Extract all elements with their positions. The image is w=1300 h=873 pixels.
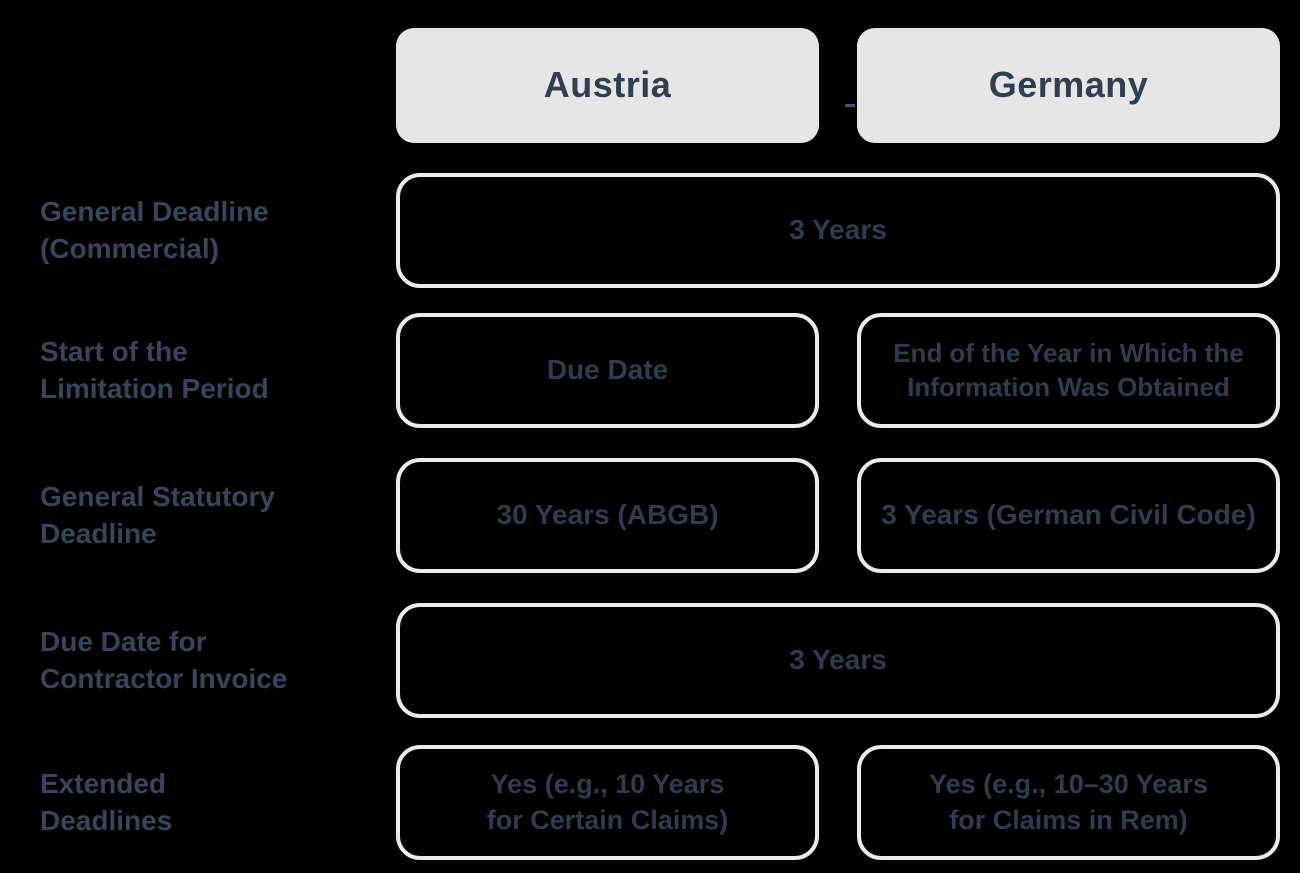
value-contractor-invoice-both: 3 Years	[396, 603, 1280, 718]
row-label-text: General Statutory Deadline	[40, 481, 275, 549]
value-text: Due Date	[546, 354, 669, 386]
value-limitation-start-germany: End of the Year in Which the Information…	[857, 313, 1280, 428]
value-text: 3 Years (German Civil Code)	[881, 499, 1256, 531]
row-label-text: Start of the Limitation Period	[40, 336, 269, 404]
value-limitation-start-austria: Due Date	[396, 313, 819, 428]
value-text: 3 Years	[789, 214, 887, 246]
column-header-germany-label: Germany	[988, 64, 1149, 106]
value-general-deadline-commercial-both: 3 Years	[396, 173, 1280, 288]
value-text: End of the Year in Which the Information…	[893, 337, 1244, 402]
column-header-austria: Austria	[396, 28, 819, 143]
value-text: Yes (e.g., 10 Years for Certain Claims)	[486, 769, 729, 835]
value-extended-deadlines-austria: Yes (e.g., 10 Years for Certain Claims)	[396, 745, 819, 860]
column-header-austria-label: Austria	[543, 64, 672, 106]
value-text: 30 Years (ABGB)	[496, 499, 719, 531]
row-label-text: Extended Deadlines	[40, 768, 173, 836]
column-header-germany: Germany	[857, 28, 1280, 143]
row-label-extended-deadlines: Extended Deadlines	[40, 745, 388, 860]
value-extended-deadlines-germany: Yes (e.g., 10–30 Years for Claims in Rem…	[857, 745, 1280, 860]
row-label-general-statutory-deadline: General Statutory Deadline	[40, 458, 388, 573]
value-statutory-deadline-germany: 3 Years (German Civil Code)	[857, 458, 1280, 573]
header-connector-dash	[845, 104, 855, 107]
row-label-text: Due Date for Contractor Invoice	[40, 626, 288, 694]
value-text: 3 Years	[789, 644, 887, 676]
row-label-start-of-limitation-period: Start of the Limitation Period	[40, 313, 388, 428]
value-statutory-deadline-austria: 30 Years (ABGB)	[396, 458, 819, 573]
row-label-general-deadline-commercial: General Deadline (Commercial)	[40, 173, 388, 288]
value-text: Yes (e.g., 10–30 Years for Claims in Rem…	[929, 769, 1208, 835]
row-label-due-date-contractor-invoice: Due Date for Contractor Invoice	[40, 603, 388, 718]
row-label-text: General Deadline (Commercial)	[40, 196, 269, 264]
